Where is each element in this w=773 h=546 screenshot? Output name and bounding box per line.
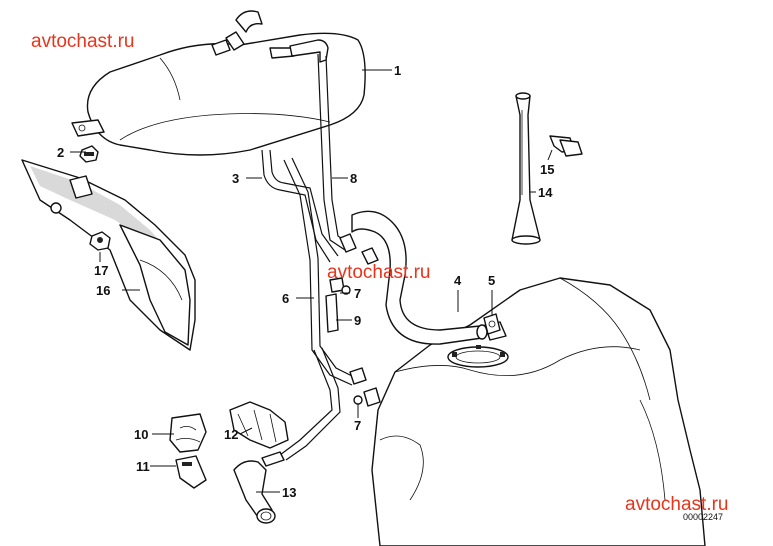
nut-2 xyxy=(79,145,99,163)
watermark-bottom-right: avtochast.ru xyxy=(625,494,729,515)
clip-11 xyxy=(175,455,207,489)
callout-4: 4 xyxy=(454,273,462,288)
callout-7-upper: 7 xyxy=(354,286,361,301)
connector-7-lower xyxy=(349,367,381,407)
callout-3: 3 xyxy=(232,171,239,186)
heat-shield-16 xyxy=(21,159,196,351)
holder-10 xyxy=(169,413,207,453)
callout-7-lower: 7 xyxy=(354,418,361,433)
callout-labels: 1 2 3 4 5 6 7 7 8 9 10 11 12 13 14 15 16… xyxy=(57,63,554,500)
watermark-center: avtochast.ru xyxy=(327,262,431,283)
callout-15: 15 xyxy=(540,162,554,177)
callout-17: 17 xyxy=(94,263,108,278)
clip-15 xyxy=(549,135,583,157)
callout-12: 12 xyxy=(224,427,238,442)
connector-7-upper xyxy=(329,233,379,295)
callout-9: 9 xyxy=(354,313,361,328)
callout-5: 5 xyxy=(488,273,495,288)
callout-11: 11 xyxy=(136,459,150,474)
diagram-code: 00002247 xyxy=(683,512,724,522)
breather-pipe-14 xyxy=(511,92,541,245)
callout-10: 10 xyxy=(134,427,148,442)
holder-12 xyxy=(229,401,289,449)
callout-1: 1 xyxy=(394,63,401,78)
hose-13 xyxy=(233,451,285,524)
watermark-top-left: avtochast.ru xyxy=(31,31,135,52)
pipe-3 xyxy=(261,149,339,263)
callout-8: 8 xyxy=(350,171,357,186)
callout-13: 13 xyxy=(282,485,296,500)
pipe-9 xyxy=(325,293,339,333)
expansion-tank-1 xyxy=(71,10,366,156)
callout-14: 14 xyxy=(538,185,553,200)
nut-17 xyxy=(89,231,111,251)
callout-2: 2 xyxy=(57,145,64,160)
leader-lines xyxy=(70,69,553,493)
callout-6: 6 xyxy=(282,291,289,306)
callout-16: 16 xyxy=(96,283,110,298)
fuel-tank xyxy=(371,277,706,546)
pipe-6 xyxy=(279,157,357,461)
